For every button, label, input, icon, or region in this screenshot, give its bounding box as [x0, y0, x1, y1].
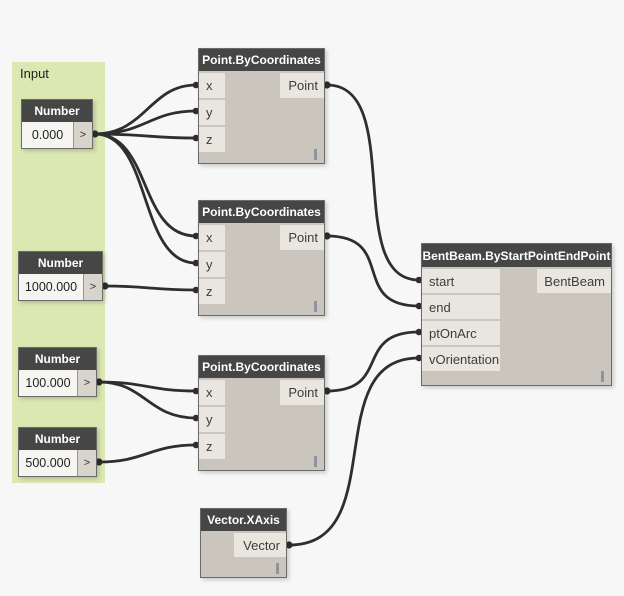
wire-number1-to-point1-z[interactable] [94, 132, 197, 140]
input-port-y[interactable]: y [199, 100, 225, 125]
input-port-vorientation[interactable]: vOrientation [422, 347, 500, 371]
node-title[interactable]: Number [22, 100, 92, 122]
number-value-input[interactable]: 500.000 [19, 450, 78, 476]
output-port-vector[interactable]: Vector [234, 533, 286, 557]
node-title[interactable]: Point.ByCoordinates [199, 356, 324, 378]
node-point-by-coordinates-3[interactable]: Point.ByCoordinates x y z Point [198, 355, 325, 471]
input-port-z[interactable]: z [199, 127, 225, 152]
input-port-y[interactable]: y [199, 252, 225, 277]
output-port-point[interactable]: Point [280, 73, 324, 98]
chevron-right-icon[interactable]: > [78, 450, 96, 476]
node-bentbeam-bystartpointendpoint[interactable]: BentBeam.ByStartPointEndPoint start end … [421, 243, 612, 386]
node-number-1[interactable]: Number 0.000 > [21, 99, 93, 149]
chevron-right-icon[interactable]: > [74, 122, 92, 148]
input-port-ptonarc[interactable]: ptOnArc [422, 321, 500, 345]
input-port-z[interactable]: z [199, 434, 225, 459]
wire-number1-to-point2-x[interactable] [94, 132, 197, 238]
input-port-y[interactable]: y [199, 407, 225, 432]
input-port-end[interactable]: end [422, 295, 500, 319]
wire-point2-to-bentbeam-end[interactable] [326, 234, 420, 308]
node-title[interactable]: Vector.XAxis [201, 509, 286, 531]
number-value-input[interactable]: 0.000 [22, 122, 74, 148]
wire-point1-to-bentbeam-start[interactable] [326, 83, 420, 282]
lacing-shortest-bar-icon[interactable] [314, 456, 317, 467]
chevron-right-icon[interactable]: > [84, 274, 102, 300]
input-port-x[interactable]: x [199, 225, 225, 250]
chevron-right-icon[interactable]: > [78, 370, 96, 396]
wire-number4-to-point3-z[interactable] [98, 443, 197, 464]
node-title[interactable]: BentBeam.ByStartPointEndPoint [422, 244, 611, 267]
node-point-by-coordinates-1[interactable]: Point.ByCoordinates x y z Point [198, 48, 325, 164]
node-title[interactable]: Point.ByCoordinates [199, 49, 324, 71]
input-port-x[interactable]: x [199, 380, 225, 405]
group-input-label: Input [20, 66, 49, 81]
wire-number1-to-point2-y[interactable] [94, 132, 197, 265]
lacing-shortest-bar-icon[interactable] [314, 301, 317, 312]
number-value-input[interactable]: 100.000 [19, 370, 78, 396]
input-port-start[interactable]: start [422, 269, 500, 293]
wire-number1-to-point1-y[interactable] [94, 109, 197, 136]
output-port-point[interactable]: Point [280, 380, 324, 405]
node-number-3[interactable]: Number 100.000 > [18, 347, 97, 397]
node-vector-xaxis[interactable]: Vector.XAxis Vector [200, 508, 287, 578]
node-point-by-coordinates-2[interactable]: Point.ByCoordinates x y z Point [198, 200, 325, 316]
wire-number1-to-point1-x[interactable] [94, 83, 197, 136]
input-port-z[interactable]: z [199, 279, 225, 304]
lacing-shortest-bar-icon[interactable] [276, 563, 279, 574]
output-port-point[interactable]: Point [280, 225, 324, 250]
number-value-input[interactable]: 1000.000 [19, 274, 84, 300]
wire-number3-to-point3-y[interactable] [98, 380, 197, 420]
node-number-4[interactable]: Number 500.000 > [18, 427, 97, 477]
lacing-shortest-bar-icon[interactable] [314, 149, 317, 160]
wire-point3-to-bentbeam-ptonarc[interactable] [326, 330, 420, 393]
lacing-shortest-bar-icon[interactable] [601, 371, 604, 382]
node-title[interactable]: Point.ByCoordinates [199, 201, 324, 223]
node-title[interactable]: Number [19, 348, 96, 370]
node-number-2[interactable]: Number 1000.000 > [18, 251, 103, 301]
input-port-x[interactable]: x [199, 73, 225, 98]
wire-number2-to-point2-z[interactable] [104, 284, 197, 292]
wire-vector-to-bentbeam-vorientation[interactable] [288, 356, 420, 547]
node-title[interactable]: Number [19, 252, 102, 274]
output-port-bentbeam[interactable]: BentBeam [537, 269, 611, 293]
node-title[interactable]: Number [19, 428, 96, 450]
